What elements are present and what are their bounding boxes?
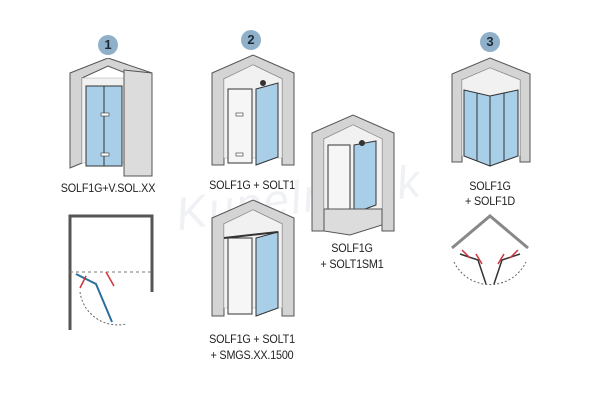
badge-3: 3 [480,32,500,52]
badge-2: 2 [241,30,261,50]
swing-arrow-icon [79,271,115,289]
bathtub [323,208,383,236]
label-cfg2a: SOLF1G + SOLT1 [209,178,295,192]
label-cfg2b-line1: SOLF1G + SOLT1 [209,332,295,346]
label-cfg2c-line2: + SOLT1SM1 [320,257,384,271]
shower-head-icon [359,140,365,146]
label-cfg3-line2: + SOLF1D [465,194,515,208]
shower-head-icon [260,80,266,86]
stabilizer-bar [223,231,279,239]
badge-1: 1 [98,35,118,55]
enclosure-2c-illustration [311,114,395,236]
plan-1-illustration [68,214,154,330]
label-cfg2c-line1: SOLF1G [331,241,373,255]
swing-arrows-icon [461,249,519,265]
label-cfg2b-line2: + SMGS.XX.1500 [210,348,294,362]
label-cfg3-line1: SOLF1G [469,179,511,193]
label-cfg1: SOLF1G+V.SOL.XX [60,181,156,195]
enclosure-1-illustration [69,58,153,177]
enclosure-3-illustration [451,57,531,167]
enclosure-2a-illustration [211,54,295,166]
plan-3-illustration [451,214,529,285]
enclosure-2b-illustration [211,199,295,317]
